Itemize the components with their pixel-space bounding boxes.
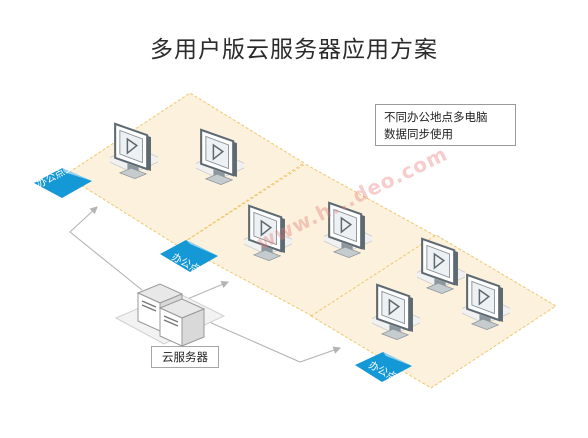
info-note-line-1: 不同办公地点多电脑	[384, 110, 488, 124]
arrow-to-office-1	[199, 317, 342, 363]
page-title: 多用户版云服务器应用方案	[150, 37, 438, 63]
office-zone-1	[310, 234, 557, 389]
cloud-server-label: 云服务器	[151, 346, 219, 368]
arrow-to-office-2	[184, 280, 230, 301]
arrow-to-office-3	[69, 206, 143, 291]
office-zone-3	[64, 92, 305, 247]
info-note-line-2: 数据同步使用	[384, 127, 453, 141]
cloud-server-icon	[114, 283, 226, 347]
info-note-box: 不同办公地点多电脑 数据同步使用	[375, 104, 516, 146]
sync-arrows	[69, 206, 342, 363]
